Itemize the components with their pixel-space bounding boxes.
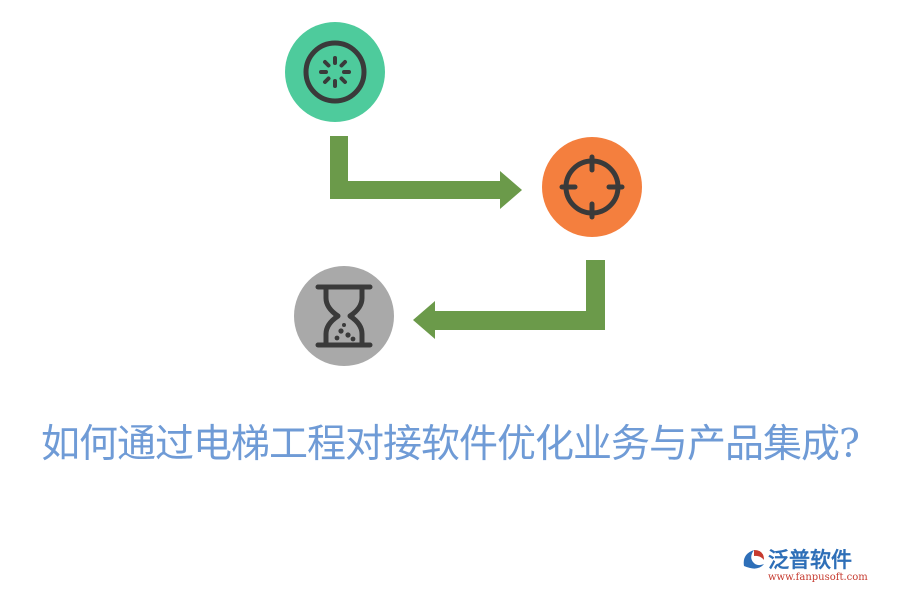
step-3-node	[294, 266, 394, 366]
step-1-node	[285, 22, 385, 122]
step-1-circle	[285, 22, 385, 122]
page-title: 如何通过电梯工程对接软件优化业务与产品集成?	[41, 422, 860, 467]
brand-name: 泛普软件	[768, 548, 852, 572]
brand-logo: 泛普软件 www.fanpusoft.com	[740, 544, 890, 586]
step-2-circle	[542, 137, 642, 237]
hourglass-icon	[315, 284, 373, 348]
connector-arrow-1	[330, 136, 522, 209]
connector-arrow-2	[413, 260, 605, 339]
wheel-icon	[303, 40, 367, 104]
crosshair-icon	[559, 154, 625, 220]
step-2-node	[542, 137, 642, 237]
brand-url: www.fanpusoft.com	[768, 572, 868, 583]
step-3-circle	[294, 266, 394, 366]
fanpu-logo-icon	[743, 550, 764, 569]
